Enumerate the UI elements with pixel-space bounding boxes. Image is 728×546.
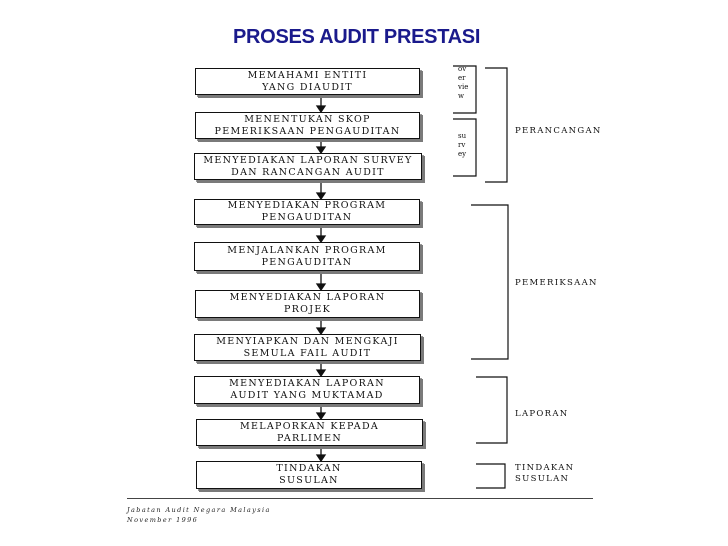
- survey-bracket: [453, 118, 477, 177]
- arrow-1-2: [315, 94, 327, 114]
- arrow-2-3: [315, 139, 327, 155]
- arrow-9-10: [315, 446, 327, 463]
- pemeriksaan-bracket: [471, 204, 509, 360]
- step-menyediakan-program: MENYEDIAKAN PROGRAM PENGAUDITAN: [194, 199, 420, 225]
- phase-pemeriksaan: PEMERIKSAAN: [515, 278, 598, 288]
- step-menjalankan-program: MENJALANKAN PROGRAM PENGAUDITAN: [194, 242, 420, 271]
- step-memahami-entiti: MEMAHAMI ENTITI YANG DIAUDIT: [195, 68, 420, 95]
- step-tindakan-susulan: TINDAKAN SUSULAN: [196, 461, 422, 489]
- survey-note: su rv ey: [458, 132, 467, 158]
- arrow-8-9: [315, 404, 327, 421]
- step-laporan-survey: MENYEDIAKAN LAPORAN SURVEY DAN RANCANGAN…: [194, 153, 422, 180]
- arrow-7-8: [315, 361, 327, 378]
- overview-bracket: [453, 65, 477, 114]
- step-laporan-projek: MENYEDIAKAN LAPORAN PROJEK: [195, 290, 420, 318]
- arrow-5-6: [315, 271, 327, 292]
- step-melaporkan-parlimen: MELAPORKAN KEPADA PARLIMEN: [196, 419, 423, 446]
- step-laporan-muktamad: MENYEDIAKAN LAPORAN AUDIT YANG MUKTAMAD: [194, 376, 420, 404]
- arrow-6-7: [315, 318, 327, 336]
- phase-perancangan: PERANCANGAN: [515, 126, 602, 136]
- perancangan-bracket: [485, 67, 508, 183]
- phase-tindakan-susulan: TINDAKAN SUSULAN: [515, 463, 575, 484]
- arrow-3-4: [315, 180, 327, 201]
- tindakan-bracket: [476, 463, 506, 489]
- footer-divider: [127, 498, 593, 499]
- footer-credit: Jabatan Audit Negara Malaysia November 1…: [127, 506, 271, 524]
- arrow-4-5: [315, 225, 327, 244]
- laporan-bracket: [476, 376, 508, 444]
- step-fail-audit: MENYIAPKAN DAN MENGKAJI SEMULA FAIL AUDI…: [194, 334, 421, 361]
- phase-laporan: LAPORAN: [515, 409, 569, 419]
- overview-note: ov er vie w: [458, 65, 469, 100]
- step-menentukan-skop: MENENTUKAN SKOP PEMERIKSAAN PENGAUDITAN: [195, 112, 420, 139]
